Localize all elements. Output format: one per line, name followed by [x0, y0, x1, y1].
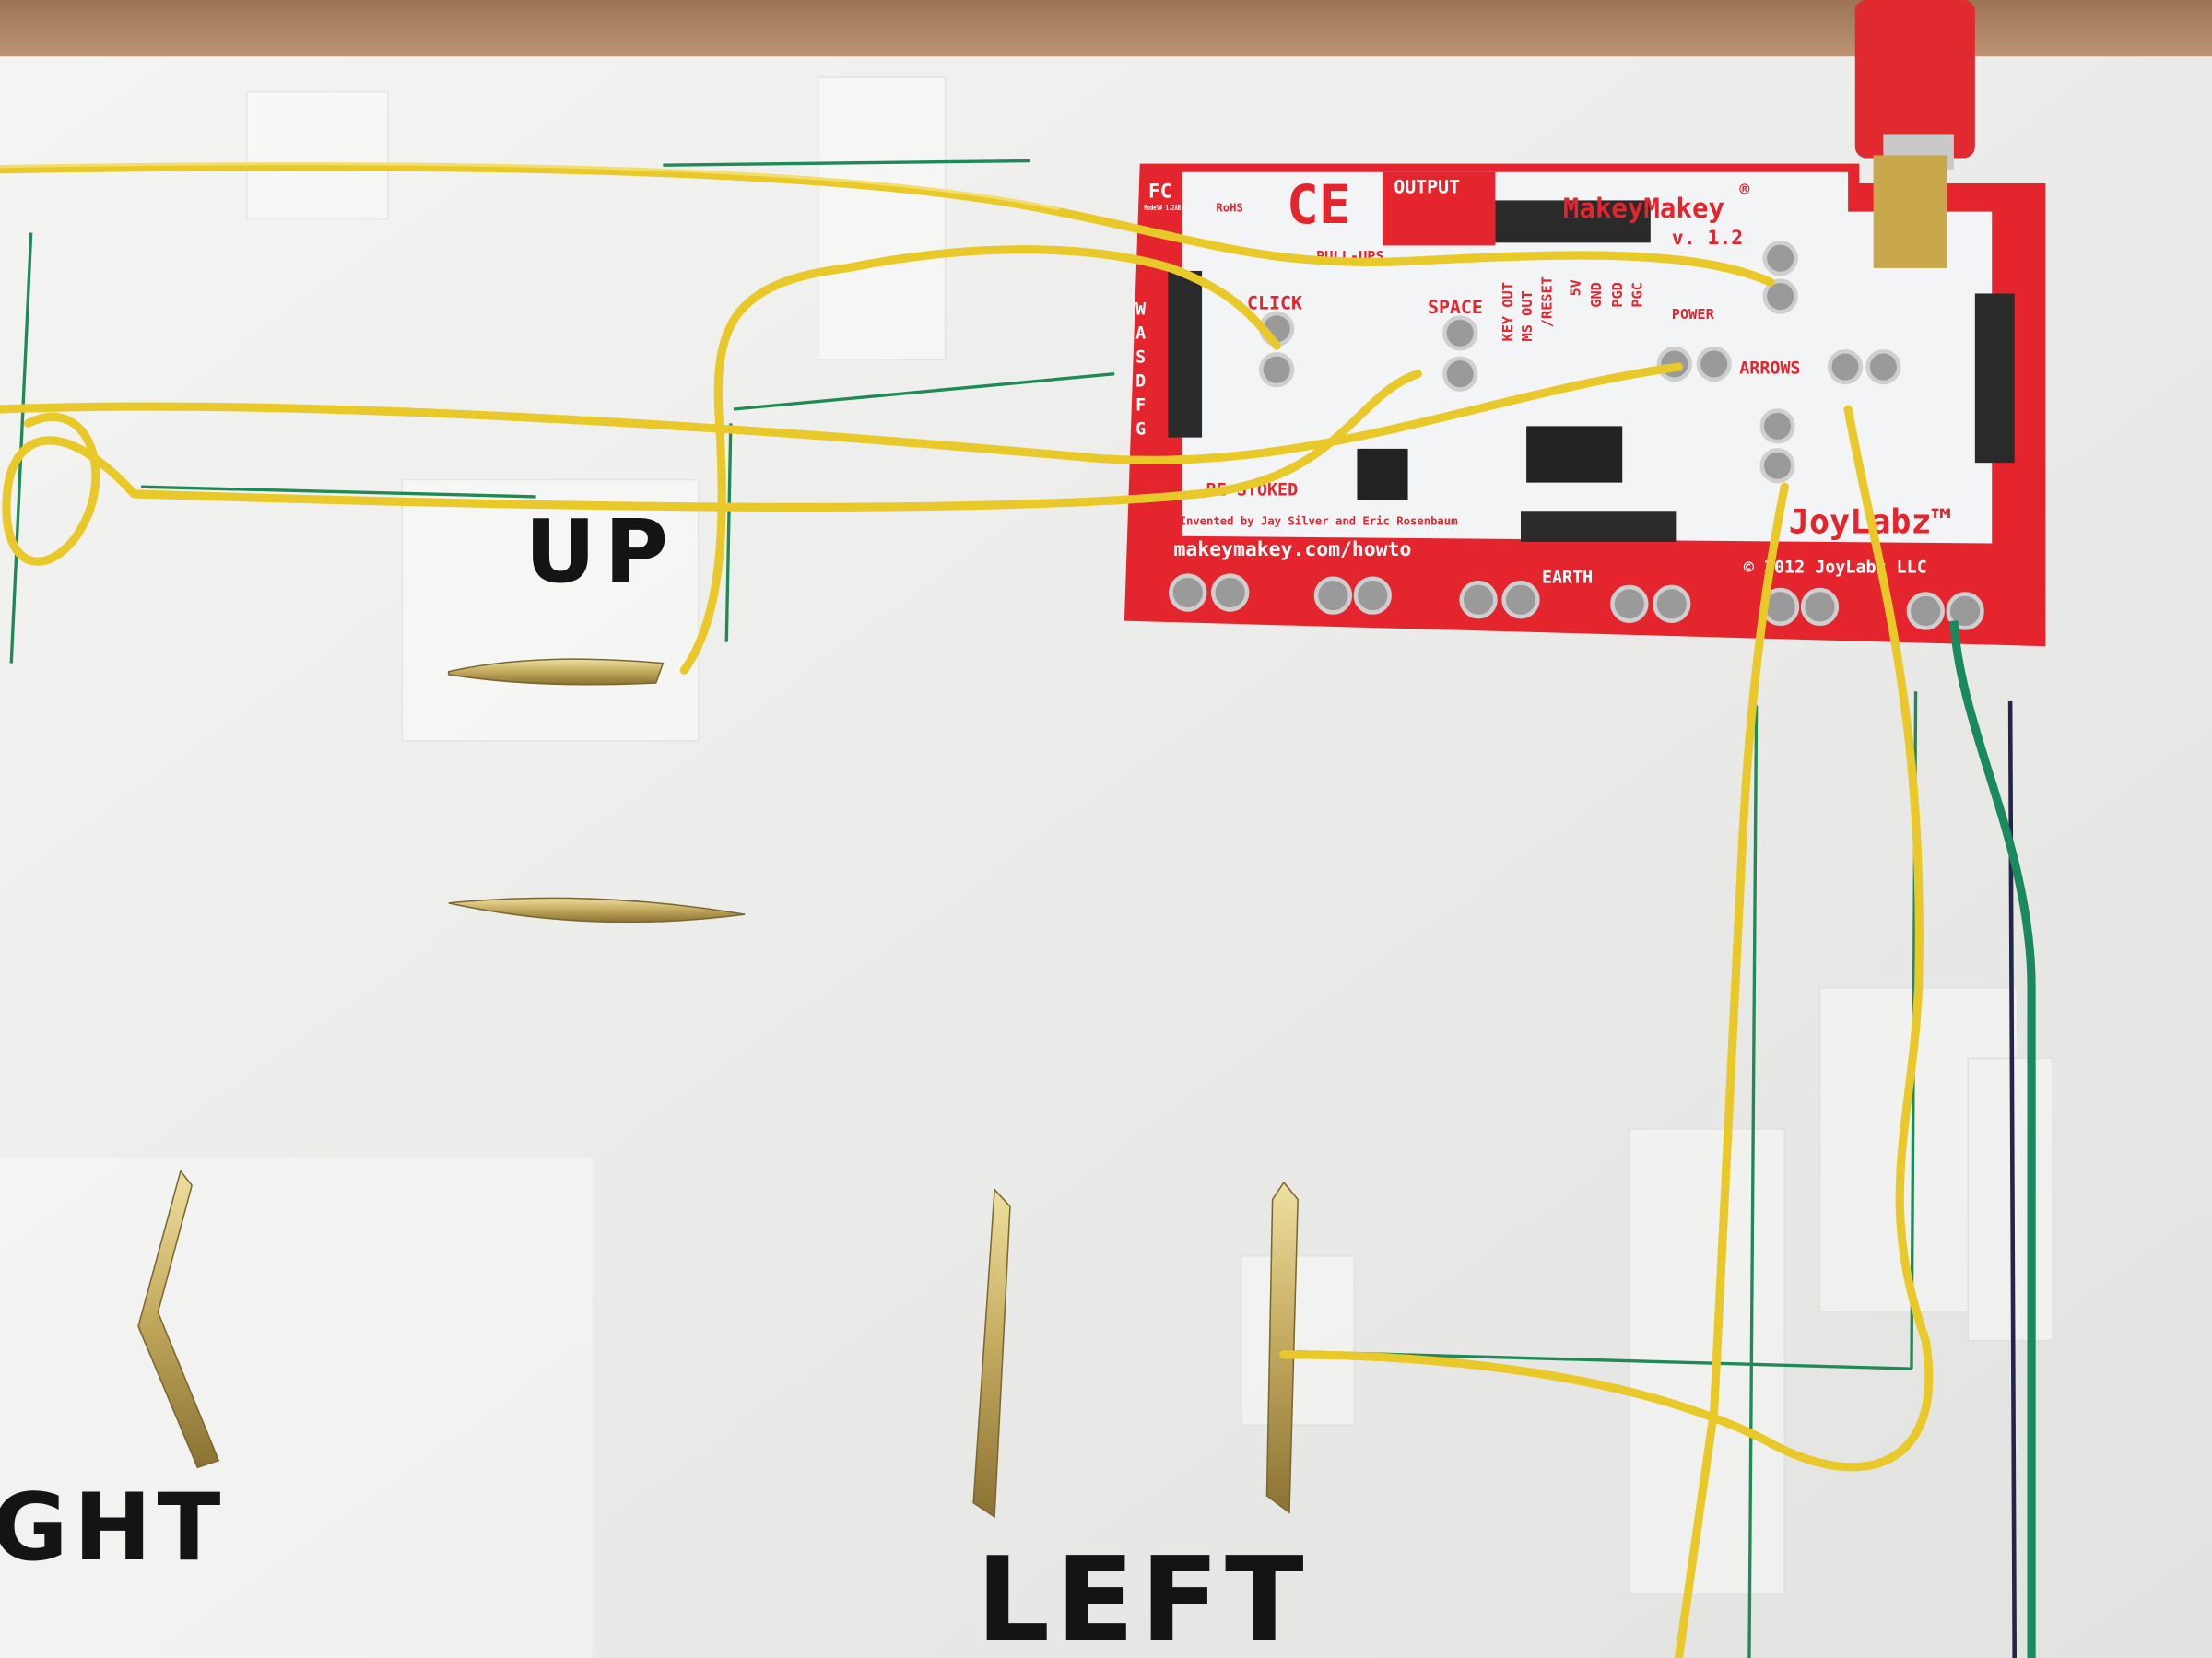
board-text: /RESET [1539, 276, 1556, 327]
earth-label: EARTH [1542, 568, 1593, 587]
wires [0, 162, 2036, 1658]
fastener-down [448, 897, 746, 923]
board-text: A [1135, 323, 1146, 343]
microcontroller-chip [1526, 426, 1623, 483]
wasdfg-labels: W A S D F G [1135, 300, 1147, 439]
version-label: v. 1.2 [1672, 227, 1743, 250]
fastener-up [447, 658, 665, 686]
board-text: S [1135, 347, 1146, 367]
usb-cable [1854, 0, 1975, 170]
arrows-label: ARROWS [1739, 359, 1800, 379]
board-text: 5V [1567, 279, 1583, 296]
rohs-mark: RoHS [1216, 202, 1242, 215]
tape-pieces [246, 76, 2053, 1595]
board-text: PGC [1630, 282, 1646, 308]
brand-label: MakeyMakey [1563, 193, 1724, 224]
brass-fasteners [137, 658, 1299, 1519]
board-text: GND [1588, 282, 1605, 308]
pin-labels: KEY OUT MS OUT /RESET 5V GND PGD PGC [1500, 276, 1646, 342]
board-text: MS OUT [1519, 290, 1535, 341]
output-label: OUTPUT [1394, 177, 1460, 198]
ce-mark: CE [1287, 173, 1351, 236]
green-wire [1949, 620, 2036, 1658]
glare [0, 1157, 593, 1658]
power-label: POWER [1672, 306, 1715, 323]
fastener-left-b [1265, 1181, 1299, 1514]
contact-pads [1169, 241, 1984, 630]
fcc-model-label: Model# 1.2AB [1144, 204, 1181, 212]
board-text: G [1135, 420, 1146, 440]
url-label: makeymakey.com/howto [1173, 538, 1411, 561]
board-text: F [1135, 396, 1146, 416]
board-text: D [1135, 372, 1146, 392]
makey-makey-board: FC Model# 1.2AB RoHS CE OUTPUT MakeyMake… [1124, 155, 2046, 647]
label-up: UP [524, 501, 677, 603]
space-label: SPACE [1428, 297, 1483, 318]
click-label: CLICK [1247, 292, 1302, 313]
label-right-partial: GHT [0, 1473, 227, 1582]
label-left: LEFT [976, 1532, 1310, 1658]
board-text: KEY OUT [1500, 282, 1516, 341]
fastener-right [137, 1170, 220, 1469]
usb-chip [1357, 448, 1408, 500]
board-text: W [1135, 300, 1147, 319]
invented-by-label: Invented by Jay Silver and Eric Rosenbau… [1180, 515, 1458, 528]
registered-mark: ® [1739, 180, 1750, 199]
board-text: PGD [1609, 282, 1626, 308]
fastener-left-a [972, 1187, 1011, 1519]
fcc-mark: FC [1148, 180, 1172, 203]
